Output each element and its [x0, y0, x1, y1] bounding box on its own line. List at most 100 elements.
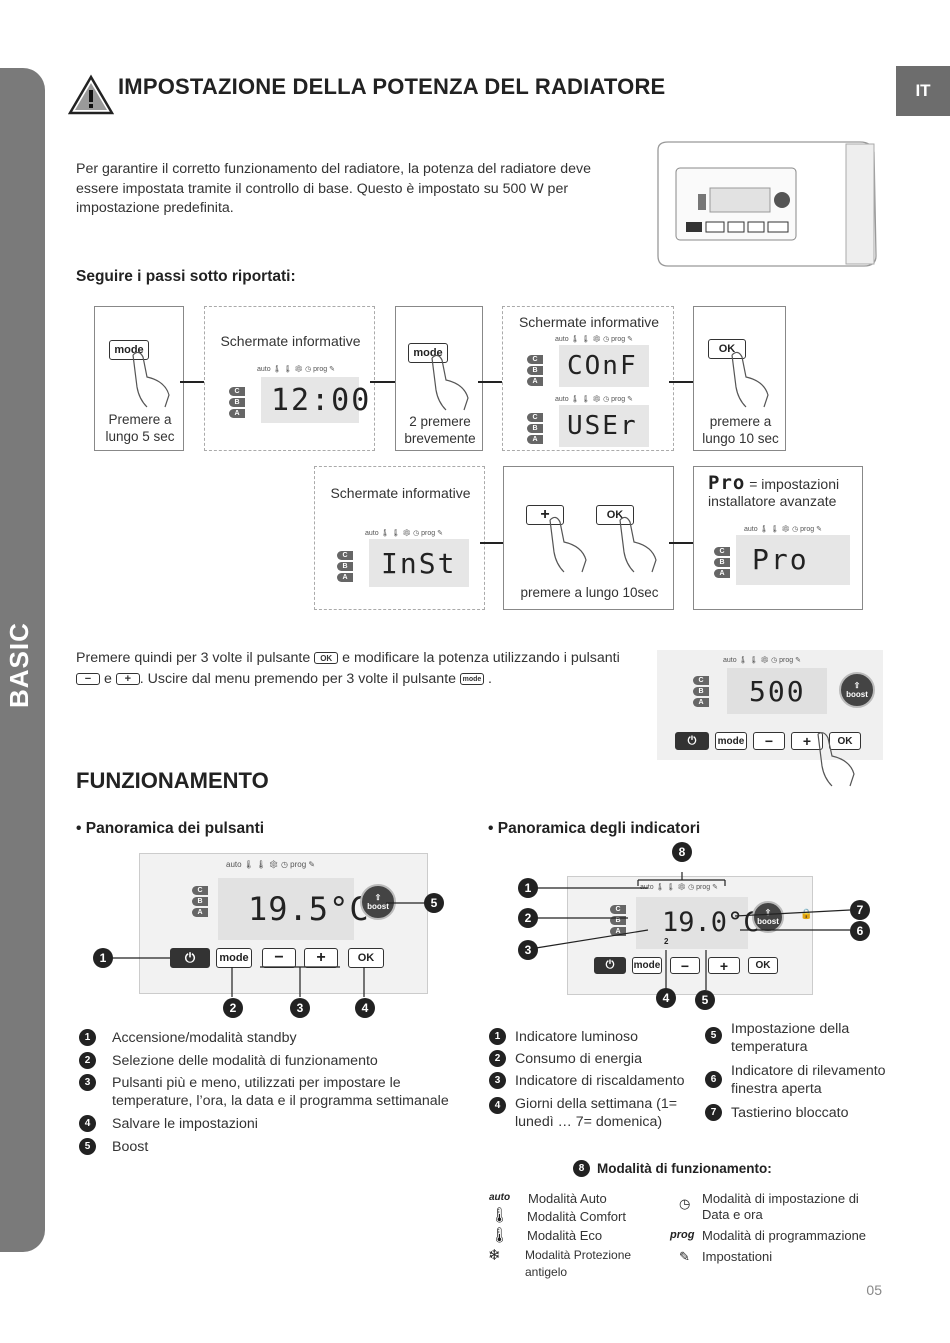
legend-badge: 5	[79, 1138, 96, 1155]
plus-button[interactable]: +	[526, 505, 564, 525]
comfort-thermometer-icon: 🌡	[490, 1207, 510, 1224]
ok-button[interactable]: OK	[748, 957, 778, 974]
eco-thermometer-icon: 🌡	[490, 1227, 510, 1244]
step-3-caption: 2 premere brevemente	[404, 414, 476, 446]
sidebar-label: BASIC	[4, 622, 34, 708]
boost-button[interactable]: ⇧boost	[360, 884, 396, 920]
step-1-box: mode Premere a lungo 5 sec	[94, 306, 184, 451]
temperature-value: 19.0°C	[662, 907, 760, 938]
callout-badge: 7	[850, 900, 870, 920]
lcd-display: 19.0°C 2 🔒	[636, 897, 812, 949]
mode-icons-strip: auto 🌡 🌡 ❄ ◷ prog ✎	[226, 860, 316, 869]
step-5-box: OK premere a lungo 10 sec	[693, 306, 786, 451]
mode-button[interactable]: mode	[216, 948, 252, 968]
legend-badge: 1	[79, 1029, 96, 1046]
callout-lines	[110, 902, 425, 997]
mode-icons-strip: auto 🌡 🌡 ❄ ◷ prog ✎	[744, 526, 822, 533]
legend-badge: 3	[489, 1072, 506, 1089]
ok-button[interactable]: OK	[596, 505, 634, 525]
info-screens-label: Schermate informative	[518, 314, 660, 330]
ok-button[interactable]: OK	[708, 339, 746, 359]
language-tab: IT	[896, 66, 950, 116]
pro-code: Pro	[708, 472, 746, 494]
legend-badge: 2	[79, 1052, 96, 1069]
boost-button[interactable]: ⇧boost	[839, 672, 875, 708]
mode-button[interactable]: mode	[632, 957, 662, 974]
lcd-display: 12:00	[261, 377, 369, 423]
indicators-overview-heading: • Panoramica degli indicatori	[488, 820, 701, 837]
callout-badge: 3	[290, 998, 310, 1018]
modes-heading: Modalità di funzionamento:	[597, 1161, 772, 1176]
info-screens-label: Schermate informative	[220, 333, 361, 349]
minus-button[interactable]: −	[753, 732, 785, 750]
step-2-box: Schermate informative auto 🌡 🌡 ❄ ◷ prog …	[204, 306, 375, 451]
legend-text: Tastierino bloccato	[731, 1105, 849, 1121]
mode-text: Modalità Auto	[528, 1191, 607, 1206]
mode-icons-strip: auto 🌡 🌡 ❄ ◷ prog ✎	[555, 396, 633, 403]
lcd-text: InSt	[381, 547, 457, 580]
mode-text: Modalità Protezione antigelo	[525, 1248, 632, 1279]
auto-mode-icon: auto	[489, 1192, 511, 1203]
step-1-caption: Premere a lungo 5 sec	[105, 412, 175, 444]
legend-text: Giorni della settimana (1= lunedì … 7= d…	[515, 1096, 678, 1130]
lcd-display: COnF	[559, 345, 649, 387]
instruction-text: e modificare la potenza utilizzando i pu…	[342, 650, 620, 666]
mode-text: Modalità Comfort	[527, 1209, 626, 1224]
finger-press-icon	[431, 354, 469, 411]
radiator-controller-illustration	[657, 141, 877, 267]
info-screens-label: Schermate informative	[330, 485, 471, 501]
callout-badge: 6	[850, 921, 870, 941]
callout-badge: 4	[656, 988, 676, 1008]
finger-press-icon	[549, 516, 587, 573]
inline-mode-button: mode	[459, 673, 484, 686]
callout-badge: 1	[93, 948, 113, 968]
lcd-display: InSt	[369, 539, 469, 587]
plus-button[interactable]: +	[708, 957, 740, 974]
legend-text: Indicatore luminoso	[515, 1029, 639, 1045]
temperature-value: 19.5°C	[248, 890, 370, 928]
step-3-box: mode 2 premere brevemente	[395, 306, 483, 451]
legend-badge: 2	[489, 1050, 506, 1067]
power-value: 500	[749, 675, 806, 708]
callout-badge: 2	[518, 908, 538, 928]
instruction-text: Premere quindi per 3 volte il pulsante	[76, 650, 311, 666]
lcd-text: USEr	[567, 411, 638, 441]
pro-explanation: Pro = impostazioni installatore avanzate	[708, 472, 858, 510]
inline-plus-button: +	[115, 673, 140, 686]
finger-press-icon	[132, 351, 170, 408]
step-4-box: Schermate informative auto 🌡 🌡 ❄ ◷ prog …	[502, 306, 674, 451]
lcd-display: 19.5°C	[218, 878, 369, 940]
legend-badge: 6	[705, 1071, 722, 1088]
power-button[interactable]: ⏻	[675, 732, 709, 750]
callout-badge: 4	[355, 998, 375, 1018]
mode-text: Modalità di impostazione di Data e ora	[702, 1191, 859, 1222]
power-button[interactable]: ⏻	[594, 957, 626, 974]
ok-button[interactable]: OK	[829, 732, 861, 750]
power-button[interactable]: ⏻	[170, 948, 210, 968]
legend-text: Pulsanti più e meno, utilizzati per impo…	[112, 1075, 449, 1109]
plus-button[interactable]: +	[791, 732, 823, 750]
boost-button[interactable]: ⇧boost	[752, 901, 784, 933]
lcd-display: 500	[727, 668, 827, 714]
callout-badge: 5	[424, 893, 444, 913]
legend-badge: 3	[79, 1074, 96, 1091]
instruction-text: . Uscire dal menu premendo per 3 volte i…	[139, 671, 457, 687]
ok-button[interactable]: OK	[348, 948, 384, 968]
finger-press-icon	[619, 516, 657, 573]
legend-text: Indicatore di rilevamento finestra apert…	[731, 1063, 886, 1097]
pro-label: = impostazioni installatore avanzate	[708, 476, 840, 509]
callout-badge: 2	[223, 998, 243, 1018]
step-7-caption: premere a lungo 10sec	[520, 585, 659, 600]
mode-button[interactable]: mode	[715, 732, 747, 750]
legend-badge: 5	[705, 1027, 722, 1044]
lock-icon: 🔒	[800, 909, 813, 920]
legend-text: Impostazione della temperatura	[731, 1021, 850, 1055]
legend-text: Boost	[112, 1139, 149, 1155]
minus-button[interactable]: −	[670, 957, 700, 974]
lcd-display: Pro	[736, 535, 850, 585]
